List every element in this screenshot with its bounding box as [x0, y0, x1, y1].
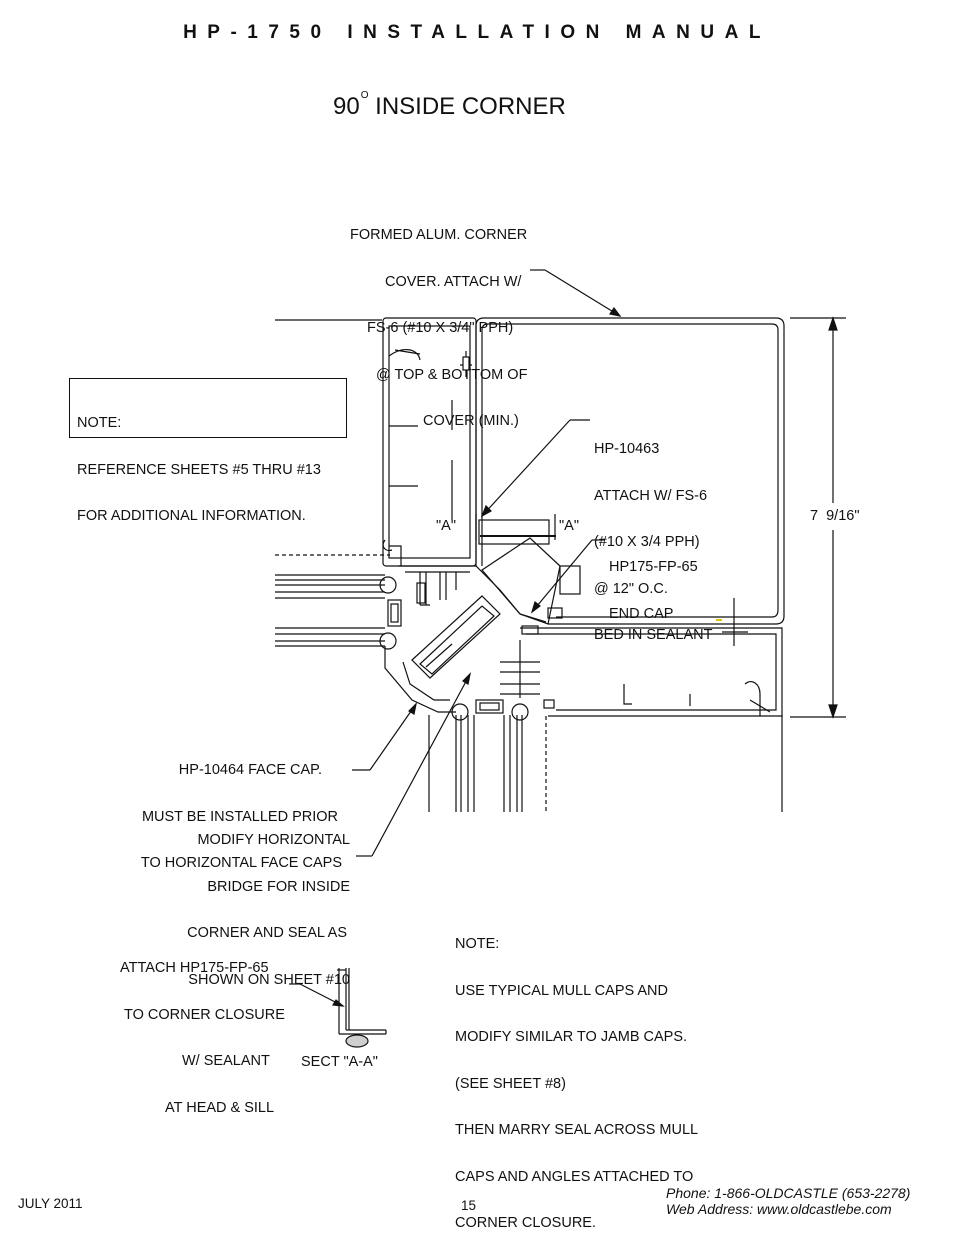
- footer-web: Web Address: www.oldcastlebe.com: [666, 1201, 892, 1217]
- section-a-right-label: "A": [559, 518, 579, 534]
- note-line: CAPS AND ANGLES ATTACHED TO: [455, 1168, 694, 1185]
- note-line: CORNER CLOSURE.: [455, 1215, 596, 1231]
- callout-line: HP-10463: [594, 441, 660, 457]
- note-line: FOR ADDITIONAL INFORMATION.: [77, 508, 306, 524]
- footer-contact: Phone: 1-866-OLDCASTLE (653-2278) Web Ad…: [666, 1185, 910, 1217]
- note-line: THEN MARRY SEAL ACROSS MULL: [455, 1122, 699, 1138]
- degree-symbol: O: [360, 90, 369, 101]
- callout-line: HP175-FP-65: [609, 559, 698, 575]
- callout-hp10463: HP-10463 ATTACH W/ FS-6 (#10 X 3/4 PPH) …: [594, 411, 712, 659]
- callout-line: ATTACH W/ FS-6: [594, 487, 708, 504]
- callout-face-cap: HP-10464 FACE CAP. MUST BE INSTALLED PRI…: [110, 732, 342, 887]
- title-angle: 90: [333, 93, 360, 120]
- note-line: REFERENCE SHEETS #5 THRU #13: [77, 461, 321, 478]
- manual-header: HP-1750 INSTALLATION MANUAL: [183, 22, 771, 43]
- callout-line: BED IN SEALANT: [594, 627, 713, 643]
- dimension-label: 7 9/16": [810, 508, 860, 524]
- callout-line: TO HORIZONTAL FACE CAPS: [140, 855, 342, 871]
- callout-line: HP-10464 FACE CAP.: [178, 762, 322, 778]
- callout-line: (#10 X 3/4 PPH): [594, 534, 700, 550]
- callout-line: AT HEAD & SILL: [165, 1099, 275, 1116]
- corner-cover: [460, 317, 785, 646]
- section-aa-detail: [289, 968, 387, 1048]
- leader-corner-cover: [530, 269, 622, 317]
- note-line: USE TYPICAL MULL CAPS AND: [455, 982, 669, 999]
- callout-line: MUST BE INSTALLED PRIOR: [141, 808, 338, 825]
- callout-line: @ 12" O.C.: [594, 580, 668, 597]
- footer-date: JULY 2011: [18, 1196, 83, 1211]
- callout-line: SHOWN ON SHEET #10: [188, 971, 350, 988]
- reference-note-box: [69, 378, 347, 438]
- section-a-left-label: "A": [436, 518, 456, 534]
- page-number: 15: [461, 1198, 477, 1213]
- callout-line: ATTACH HP175-FP-65: [120, 960, 269, 976]
- callout-attach-closure: ATTACH HP175-FP-65 TO CORNER CLOSURE W/ …: [120, 930, 285, 1132]
- sheet-title: 90O INSIDE CORNER: [333, 90, 566, 121]
- callout-line: BRIDGE FOR INSIDE: [207, 878, 350, 895]
- dimension-line: [790, 316, 846, 719]
- note-reference: NOTE: REFERENCE SHEETS #5 THRU #13 FOR A…: [77, 385, 321, 540]
- note-line: NOTE:: [455, 936, 500, 952]
- section-aa-label: SECT "A-A": [301, 1054, 378, 1070]
- callout-line: TO CORNER CLOSURE: [124, 1006, 285, 1023]
- leader-face-cap: [352, 702, 417, 771]
- right-horizontal-extrusion: [500, 625, 783, 717]
- callout-line: @ TOP & BOTTOM OF: [376, 366, 528, 383]
- callout-modify-bridge: MODIFY HORIZONTAL BRIDGE FOR INSIDE CORN…: [150, 802, 350, 1004]
- callout-line: MODIFY HORIZONTAL: [197, 832, 350, 848]
- leader-modify-bridge: [356, 672, 471, 857]
- corner-mullion: [384, 514, 581, 713]
- leader-hp10463: [480, 419, 590, 518]
- vertical-glazing: [428, 699, 783, 812]
- leader-end-cap: [530, 539, 605, 614]
- callout-line: COVER (MIN.): [423, 413, 519, 429]
- callout-line: CORNER AND SEAL AS: [187, 925, 347, 941]
- horizontal-glazing: [275, 574, 402, 650]
- footer-phone: Phone: 1-866-OLDCASTLE (653-2278): [666, 1185, 911, 1201]
- callout-line: COVER. ATTACH W/: [385, 273, 522, 290]
- left-jamb-extrusion: [382, 317, 477, 567]
- note-mull: NOTE: USE TYPICAL MULL CAPS AND MODIFY S…: [455, 906, 698, 1247]
- callout-line: FORMED ALUM. CORNER: [350, 227, 528, 243]
- note-line: MODIFY SIMILAR TO JAMB CAPS.: [455, 1029, 688, 1045]
- callout-corner-cover: FORMED ALUM. CORNER COVER. ATTACH W/ FS-…: [350, 197, 527, 445]
- title-text: INSIDE CORNER: [375, 93, 566, 120]
- callout-line: W/ SEALANT: [182, 1053, 270, 1069]
- note-line: (SEE SHEET #8): [455, 1075, 566, 1092]
- note-line: NOTE:: [77, 415, 122, 431]
